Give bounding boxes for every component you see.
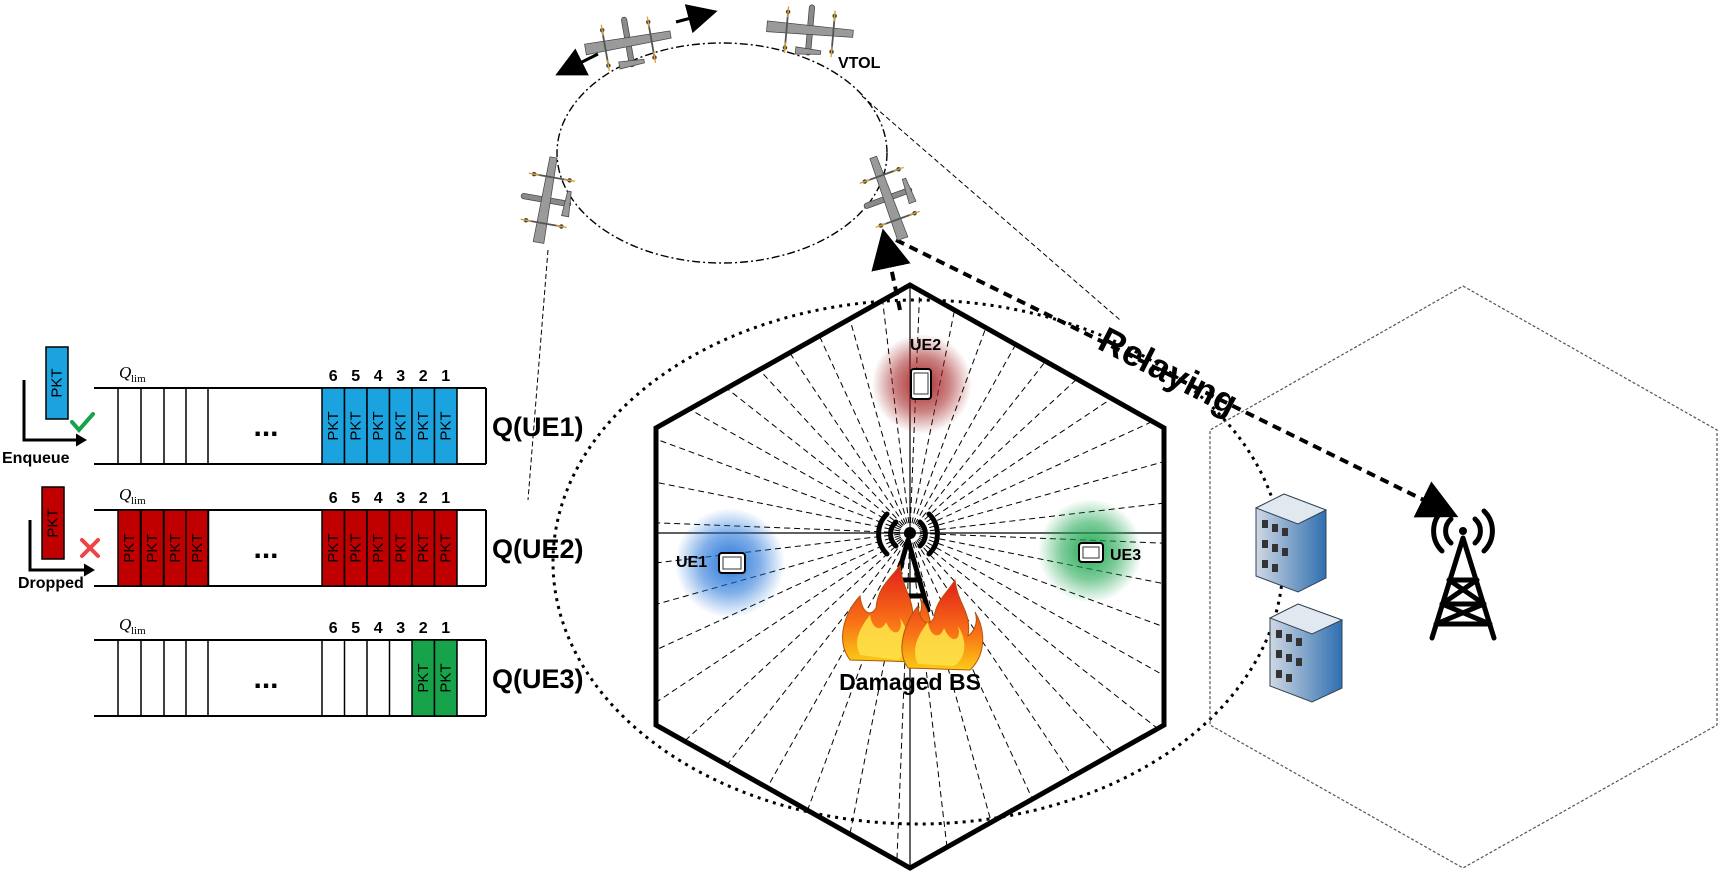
building-icon (1268, 603, 1344, 703)
enqueue-indicator: PKT Enqueue (2, 346, 95, 467)
vtol-drone-icon (520, 156, 575, 244)
ue-1: UE1 (675, 508, 785, 618)
packet-label: PKT (437, 411, 454, 440)
vtol-drone-icon (859, 155, 920, 241)
damaged-bs-label: Damaged BS (839, 669, 981, 695)
slot-number: 5 (351, 490, 360, 507)
neighbor-cell (1209, 285, 1718, 869)
queue-label: Q(UE1) (492, 412, 584, 442)
dropped-packet-label: PKT (45, 508, 62, 537)
slot-number: 1 (441, 490, 450, 507)
packet-label: PKT (325, 533, 342, 562)
slot-number: 5 (351, 620, 360, 637)
vtol-label: VTOL (838, 55, 881, 72)
packet-label: PKT (370, 411, 387, 440)
packet-label: PKT (437, 533, 454, 562)
qlim-subscript: lim (131, 373, 146, 385)
ue-3: UE3 (1038, 499, 1142, 603)
packet-slot (433, 387, 458, 465)
packet-label: PKT (392, 533, 409, 562)
queue-ellipsis: ... (253, 532, 278, 565)
packet-label: PKT (144, 533, 161, 562)
slot-number: 3 (396, 368, 405, 385)
qlim-label: Q (119, 485, 131, 504)
enqueue-label: Enqueue (2, 450, 70, 467)
vtol-fleet (520, 4, 920, 244)
dropped-packet (41, 486, 65, 560)
slot-number: 4 (374, 620, 383, 637)
slot-number: 6 (329, 368, 338, 385)
packet-slot (433, 509, 458, 587)
packet-label: PKT (415, 663, 432, 692)
packet-label: PKT (437, 663, 454, 692)
dropped-indicator: PKT Dropped (18, 486, 100, 592)
qlim-label: Q (119, 615, 131, 634)
queue-label: Q(UE2) (492, 534, 584, 564)
packet-label: PKT (189, 533, 206, 562)
packet-label: PKT (347, 411, 364, 440)
packet-label: PKT (325, 411, 342, 440)
building-icon (1254, 493, 1328, 593)
packet-label: PKT (370, 533, 387, 562)
ue-2: UE2 (872, 334, 972, 434)
slot-number: 2 (419, 620, 428, 637)
packet-label: PKT (347, 533, 364, 562)
tower-icon (1429, 508, 1497, 641)
slot-number: 2 (419, 368, 428, 385)
motion-arrows (555, 4, 718, 76)
slot-number: 3 (396, 620, 405, 637)
slot-number: 6 (329, 620, 338, 637)
queue-label: Q(UE3) (492, 664, 584, 694)
slot-number: 5 (351, 368, 360, 385)
packet-label: PKT (167, 533, 184, 562)
slot-number: 1 (441, 368, 450, 385)
packet-label: PKT (392, 411, 409, 440)
packet-label: PKT (415, 411, 432, 440)
slot-number: 2 (419, 490, 428, 507)
cross-icon (80, 538, 100, 558)
qlim-subscript: lim (131, 625, 146, 637)
qlim-subscript: lim (131, 495, 146, 507)
queue-ellipsis: ... (253, 662, 278, 695)
dropped-label: Dropped (18, 575, 84, 592)
slot-number: 6 (329, 490, 338, 507)
projection-lines (527, 95, 1121, 501)
slot-number: 1 (441, 620, 450, 637)
vtol-drone-icon (766, 4, 854, 58)
damaged-base-station: Damaged BS (839, 511, 984, 695)
vtol-drone-icon (584, 16, 672, 71)
slot-number: 3 (396, 490, 405, 507)
queue-ellipsis: ... (253, 410, 278, 443)
ue1-label: UE1 (676, 554, 707, 571)
relaying-label: Relaying (1092, 319, 1244, 424)
slot-number: 4 (374, 368, 383, 385)
enqueue-packet (45, 346, 69, 420)
slot-number: 4 (374, 490, 383, 507)
packet-label: PKT (121, 533, 138, 562)
packet-label: PKT (415, 533, 432, 562)
vtol-orbit (556, 42, 888, 264)
fire-icon (842, 563, 984, 671)
ue3-label: UE3 (1110, 547, 1141, 564)
enqueue-packet-label: PKT (49, 368, 66, 397)
ue2-label: UE2 (910, 337, 941, 354)
packet-slot (433, 639, 458, 717)
relaying-links (871, 228, 1459, 518)
qlim-label: Q (119, 363, 131, 382)
check-icon (70, 412, 95, 434)
